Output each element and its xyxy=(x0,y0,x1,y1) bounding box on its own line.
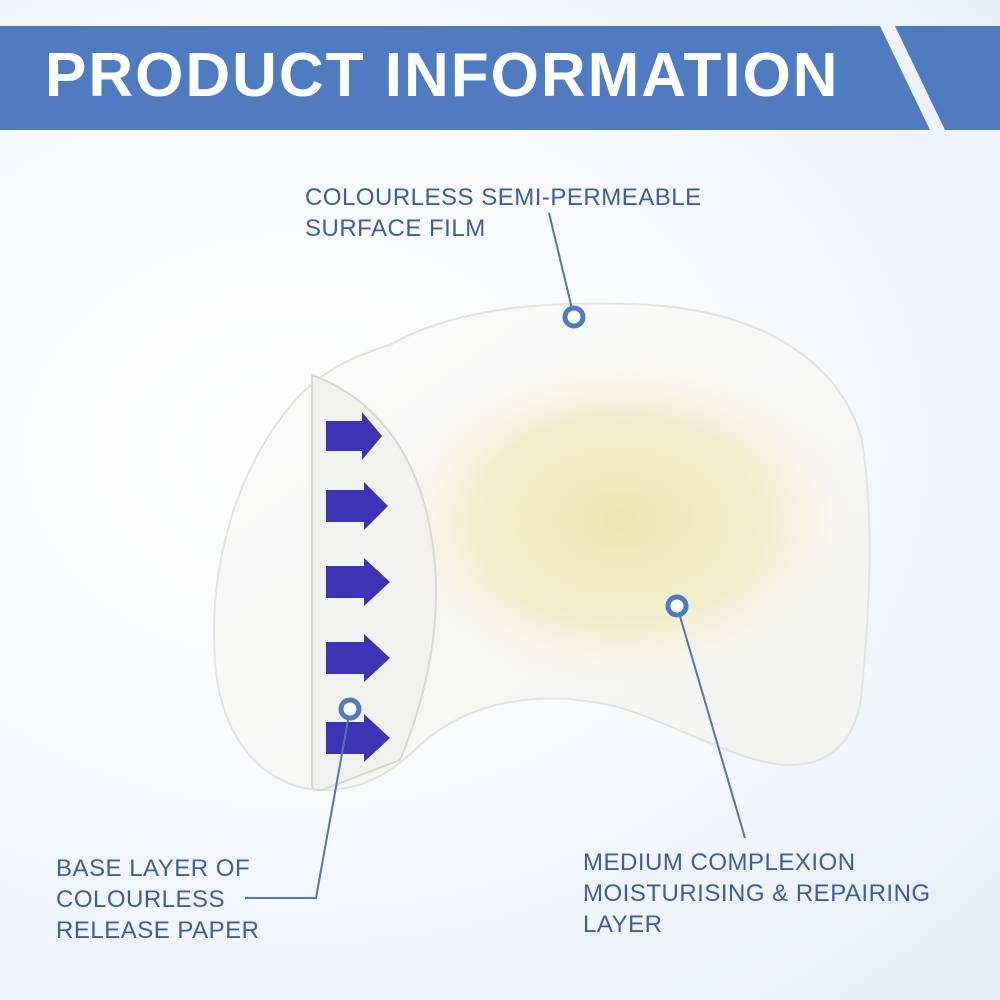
callout-line-left xyxy=(245,708,351,899)
label-line: SURFACE FILM xyxy=(305,215,486,242)
arrow-icon xyxy=(326,412,382,460)
callout-markers xyxy=(338,305,689,721)
label-line: MEDIUM COMPLEXION xyxy=(583,849,856,876)
label-line: COLOURLESS SEMI-PERMEABLE xyxy=(305,184,702,211)
arrow-icon xyxy=(326,482,388,530)
peel-arrows xyxy=(326,412,390,762)
arrow-icon xyxy=(326,558,390,606)
label-line: MOISTURISING & REPAIRING xyxy=(583,880,931,907)
gel-layer xyxy=(380,350,860,690)
marker-icon xyxy=(338,697,362,721)
page-title: PRODUCT INFORMATION xyxy=(45,41,840,110)
label-surface-film: COLOURLESS SEMI-PERMEABLE SURFACE FILM xyxy=(305,182,702,244)
label-release-paper: BASE LAYER OF COLOURLESS RELEASE PAPER xyxy=(56,853,259,946)
label-line: BASE LAYER OF xyxy=(56,855,251,882)
label-line: COLOURLESS xyxy=(56,886,226,913)
header-banner xyxy=(0,26,930,130)
arrow-icon xyxy=(326,634,390,682)
label-line: LAYER xyxy=(583,911,663,938)
callout-lines xyxy=(245,212,746,899)
marker-icon xyxy=(562,305,586,329)
marker-icon xyxy=(665,594,689,618)
label-line: RELEASE PAPER xyxy=(56,917,260,944)
callout-line-right xyxy=(676,605,746,839)
callout-line-top xyxy=(548,212,575,318)
label-repair-layer: MEDIUM COMPLEXION MOISTURISING & REPAIRI… xyxy=(583,847,931,940)
